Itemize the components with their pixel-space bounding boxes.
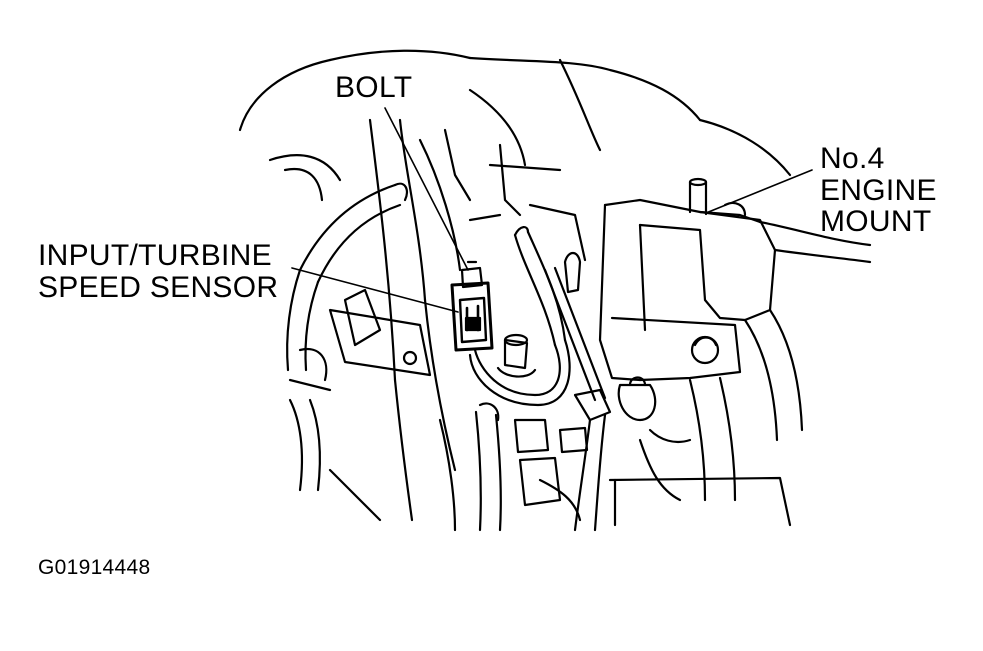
engine-mount-label: No.4 ENGINE MOUNT [820, 143, 937, 238]
engine-mount-label-line3: MOUNT [820, 205, 932, 238]
engine-mount [598, 177, 777, 422]
upper-housing [238, 49, 792, 202]
left-hoses [286, 182, 432, 522]
speed-sensor-label-line2: SPEED SENSOR [38, 270, 279, 304]
lower-components [438, 402, 682, 532]
bolt-leader-line [384, 107, 469, 271]
sensor-leader-line [291, 267, 459, 313]
engine-mount-label-line1: No.4 [820, 142, 885, 175]
leader-lines [291, 107, 813, 313]
bolt-label: BOLT [335, 71, 413, 104]
speed-sensor-connector [450, 260, 494, 352]
figure-id: G01914448 [38, 556, 151, 579]
mount-leader-line [705, 169, 813, 214]
dipstick-rod [543, 251, 612, 532]
engine-mount-label-line2: ENGINE [820, 173, 937, 207]
speed-sensor-label: INPUT/TURBINE SPEED SENSOR [38, 240, 278, 303]
right-components [608, 220, 872, 527]
speed-sensor-label-line1: INPUT/TURBINE [38, 239, 272, 272]
central-casting [368, 118, 587, 522]
bolt [496, 333, 537, 378]
